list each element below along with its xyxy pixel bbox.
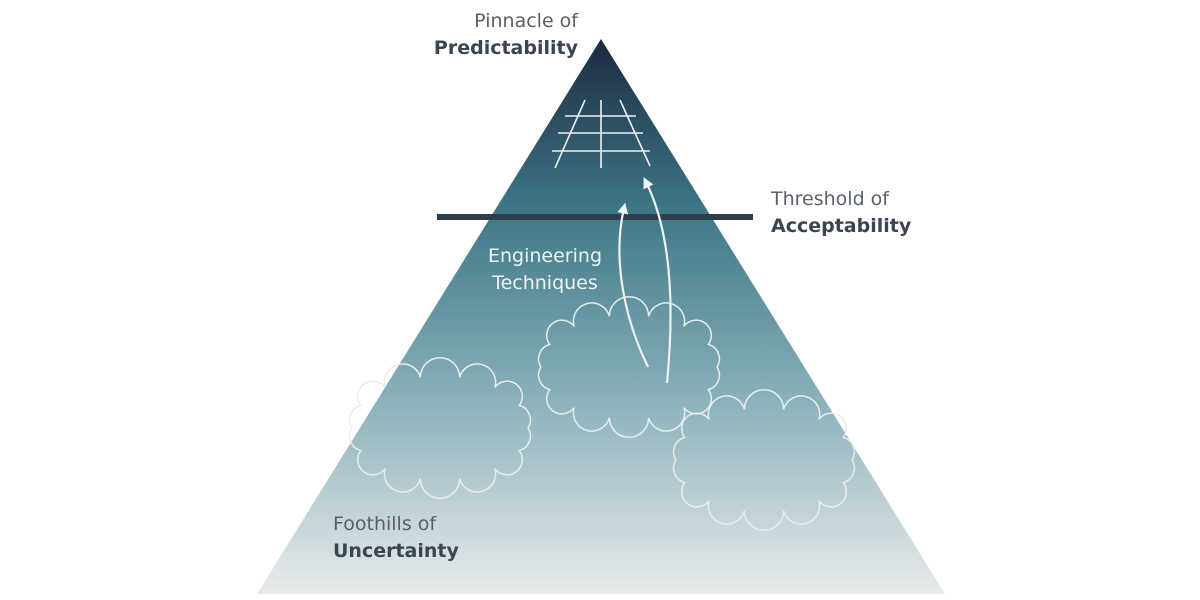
cloud-icon <box>672 389 856 531</box>
arrow-icon <box>643 177 672 384</box>
threshold-line2: Acceptability <box>771 215 912 237</box>
arrow-icon <box>617 202 649 368</box>
cloud-icon <box>348 357 532 499</box>
threshold-line1: Threshold of <box>771 188 889 210</box>
pinnacle-line2: Predictability <box>433 37 578 59</box>
pinnacle-label: Pinnacle of Predictability <box>434 8 578 62</box>
foothills-line1: Foothills of <box>333 513 437 535</box>
pyramid <box>257 39 945 594</box>
threshold-label: Threshold of Acceptability <box>771 186 911 240</box>
engineering-label: Engineering Techniques <box>470 243 620 297</box>
engineering-line2: Techniques <box>492 272 598 294</box>
grid-icon <box>552 99 651 169</box>
foothills-line2: Uncertainty <box>333 540 459 562</box>
engineering-line1: Engineering <box>488 245 602 267</box>
pinnacle-line1: Pinnacle of <box>474 10 578 32</box>
foothills-label: Foothills of Uncertainty <box>333 511 459 565</box>
